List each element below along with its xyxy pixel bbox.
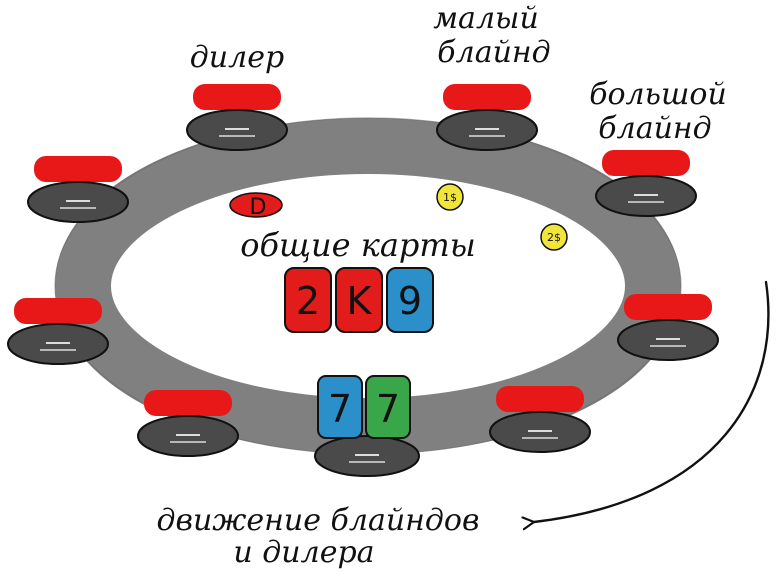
big-blind-chip: 2$ bbox=[540, 223, 568, 251]
seat-left-bottom bbox=[137, 390, 239, 457]
label-movement-line1: движение блайндов bbox=[157, 503, 480, 538]
community-card-3: 9 bbox=[386, 267, 434, 333]
seat-big-blind bbox=[595, 150, 697, 217]
seat-player: 7 7 bbox=[314, 375, 420, 477]
dealer-button: D bbox=[229, 192, 283, 220]
seat-small-blind bbox=[436, 84, 538, 151]
big-blind-chip-label: 2$ bbox=[547, 231, 561, 244]
community-card-1-rank: 2 bbox=[296, 279, 320, 323]
label-big-blind-line2: блайнд bbox=[598, 111, 711, 146]
dealer-button-label: D bbox=[250, 195, 267, 220]
seat-right-middle bbox=[617, 294, 719, 361]
community-card-2: K bbox=[335, 267, 383, 333]
community-cards: 2 K 9 bbox=[284, 267, 434, 333]
seat-left-top bbox=[27, 156, 129, 223]
label-big-blind-line1: большой bbox=[589, 77, 727, 112]
label-small-blind-line2: блайнд bbox=[437, 35, 550, 70]
label-community-cards: общие карты bbox=[240, 226, 476, 264]
community-card-1: 2 bbox=[284, 267, 332, 333]
label-movement-line2: и дилера bbox=[233, 535, 374, 570]
player-card-2-rank: 7 bbox=[376, 387, 400, 431]
player-card-2: 7 bbox=[365, 375, 411, 439]
seat-left-middle bbox=[7, 298, 109, 365]
seat-right-bottom bbox=[489, 386, 591, 453]
movement-arrow bbox=[534, 280, 770, 522]
label-small-blind-line1: малый bbox=[433, 1, 539, 36]
seat-dealer bbox=[186, 84, 288, 151]
small-blind-chip: 1$ bbox=[436, 183, 464, 211]
player-card-1-rank: 7 bbox=[328, 387, 352, 431]
player-card-1: 7 bbox=[317, 375, 363, 439]
label-dealer: дилер bbox=[190, 40, 284, 75]
community-card-3-rank: 9 bbox=[398, 279, 422, 323]
community-card-2-rank: K bbox=[347, 279, 373, 323]
small-blind-chip-label: 1$ bbox=[443, 191, 457, 204]
